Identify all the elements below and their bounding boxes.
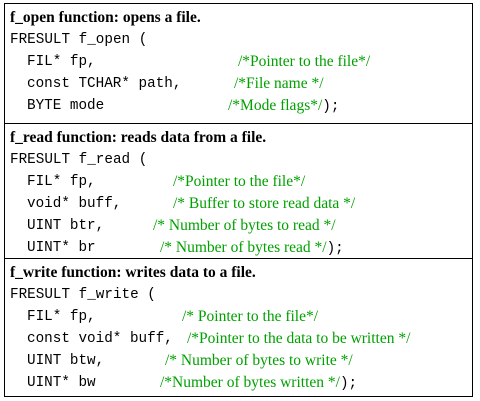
function-reference-table: f_open function: opens a file. FRESULT f…: [4, 3, 473, 397]
comment-text: /* Number of bytes read */: [160, 239, 327, 256]
param-comment: /* Pointer to the file*/: [182, 308, 319, 325]
param-line: UINT* bw /*Number of bytes written */);: [10, 372, 472, 394]
param-comment: /* Number of bytes to write */: [165, 352, 353, 369]
comment-text: /*Number of bytes written */: [160, 374, 340, 391]
param-line: FIL* fp, /*Pointer to the file*/: [10, 51, 472, 73]
param-line: UINT btr, /* Number of bytes to read */: [10, 215, 472, 237]
f-write-section: f_write function: writes data to a file.…: [5, 259, 472, 396]
param-line: FIL* fp, /* Pointer to the file*/: [10, 306, 472, 328]
param-line: FIL* fp, /*Pointer to the file*/: [10, 171, 472, 193]
param-comment: /*File name */: [234, 75, 324, 92]
param-comment: /*Mode flags*/);: [228, 95, 339, 118]
param-code: BYTE mode: [27, 98, 105, 114]
param-code: FIL* fp,: [27, 54, 96, 70]
param-comment: /*Pointer to the file*/: [238, 53, 371, 70]
comment-text: /*Mode flags*/: [228, 97, 323, 114]
function-signature: FRESULT f_open (: [10, 32, 148, 48]
f-open-section: f_open function: opens a file. FRESULT f…: [5, 4, 472, 124]
param-line: BYTE mode /*Mode flags*/);: [10, 95, 472, 117]
param-code: UINT btr,: [27, 218, 105, 234]
param-comment: /*Number of bytes written */);: [160, 372, 357, 395]
signature-line: FRESULT f_read (: [10, 149, 472, 171]
param-code: UINT* bw: [27, 375, 96, 391]
param-comment: /*Pointer to the file*/: [173, 173, 306, 190]
section-heading: f_open function: opens a file.: [10, 9, 201, 26]
param-comment: /* Number of bytes read */);: [160, 237, 344, 260]
section-heading: f_read function: reads data from a file.: [10, 129, 267, 146]
param-line: UINT* br /* Number of bytes read */);: [10, 237, 472, 259]
param-code: const TCHAR* path,: [27, 76, 182, 92]
param-comment: /*Pointer to the data to be written */: [187, 330, 411, 347]
param-line: const void* buff, /*Pointer to the data …: [10, 328, 472, 350]
param-line: void* buff, /* Buffer to store read data…: [10, 193, 472, 215]
param-code: FIL* fp,: [27, 309, 96, 325]
param-comment: /* Buffer to store read data */: [173, 195, 356, 212]
closing-paren: );: [322, 99, 340, 115]
signature-line: FRESULT f_write (: [10, 284, 472, 306]
param-line: const TCHAR* path, /*File name */: [10, 73, 472, 95]
param-comment: /* Number of bytes to read */: [153, 217, 336, 234]
param-code: void* buff,: [27, 196, 122, 212]
section-heading: f_write function: writes data to a file.: [10, 264, 256, 281]
param-code: UINT* br: [27, 240, 96, 256]
param-line: UINT btw, /* Number of bytes to write */: [10, 350, 472, 372]
function-signature: FRESULT f_read (: [10, 152, 148, 168]
function-signature: FRESULT f_write (: [10, 287, 156, 303]
param-code: FIL* fp,: [27, 174, 96, 190]
param-code: const void* buff,: [27, 331, 173, 347]
f-read-section: f_read function: reads data from a file.…: [5, 124, 472, 259]
closing-paren: );: [326, 241, 344, 257]
signature-line: FRESULT f_open (: [10, 29, 472, 51]
closing-paren: );: [339, 376, 358, 392]
param-code: UINT btw,: [27, 353, 105, 369]
